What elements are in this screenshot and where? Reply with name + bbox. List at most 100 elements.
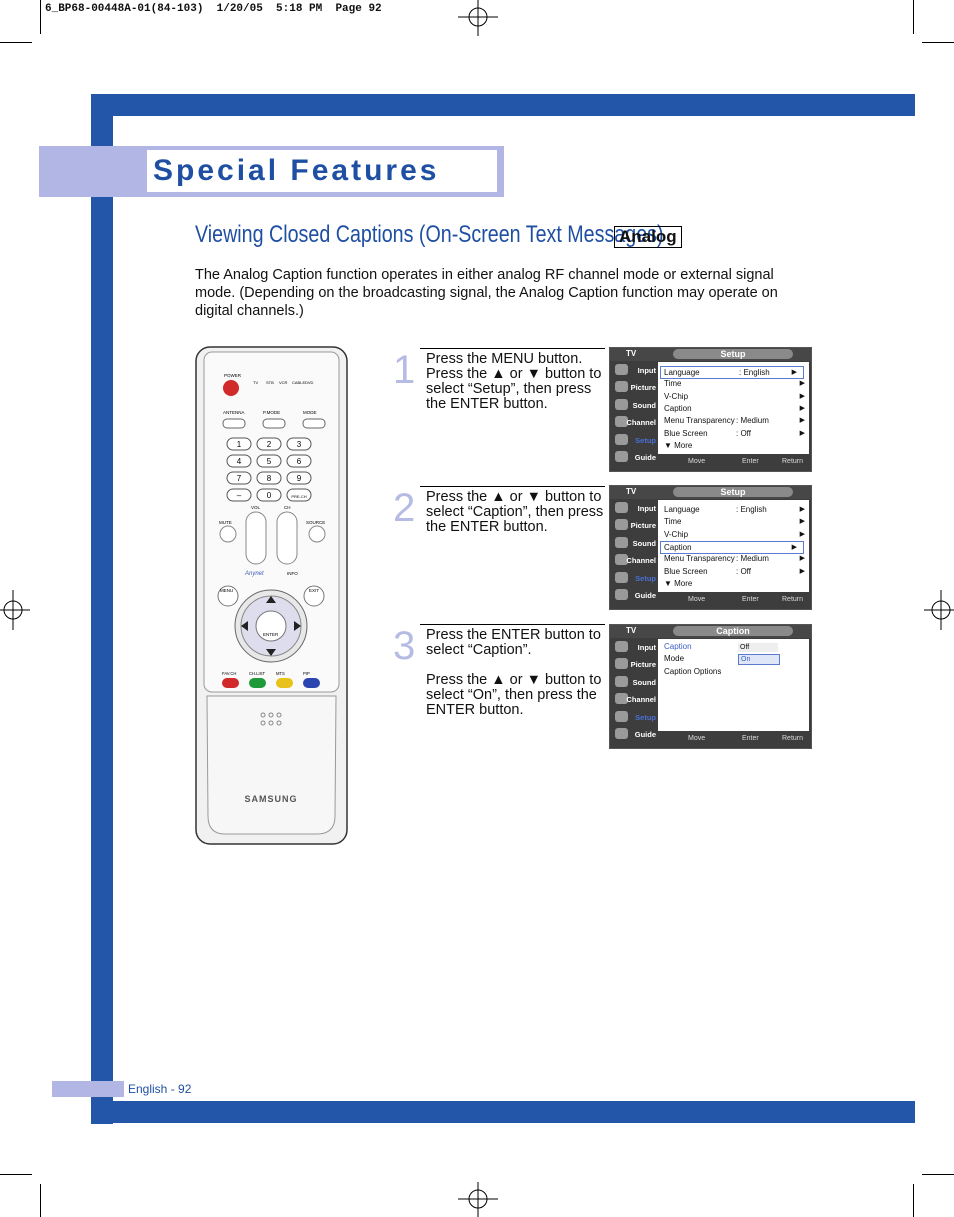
osd-sidebar-icon <box>615 519 628 531</box>
svg-text:VOL: VOL <box>251 505 261 510</box>
osd-menu-row[interactable]: Caption▶ <box>664 403 805 413</box>
osd-sidebar-icon <box>615 727 628 739</box>
osd-more-row[interactable]: ▼ More <box>664 440 693 450</box>
osd-sidebar-item[interactable]: Picture <box>612 517 657 534</box>
osd-option[interactable]: Off <box>738 643 778 652</box>
osd-menu-row[interactable]: Language: English▶ <box>660 366 804 379</box>
osd-sidebar-icon <box>615 398 628 410</box>
osd-menu-row[interactable]: Caption Options <box>664 666 722 676</box>
osd-menu-row[interactable]: Blue Screen: Off▶ <box>664 566 805 576</box>
osd-more-row[interactable]: ▼ More <box>664 578 693 588</box>
osd-enter-label: Enter <box>742 735 759 742</box>
osd-sidebar-item[interactable]: Sound <box>612 674 657 691</box>
osd-title: Setup <box>673 487 793 497</box>
osd-sidebar-icon <box>615 675 628 687</box>
remote-digit-label: 8 <box>267 474 272 483</box>
osd-menu-row[interactable]: Time▶ <box>664 517 805 527</box>
frame-band-top <box>91 94 915 116</box>
osd-return-label: Return <box>782 596 804 603</box>
remote-digit-button <box>226 488 252 502</box>
osd-sidebar-item[interactable]: Setup <box>612 570 657 587</box>
remote-digit-label: 9 <box>297 474 302 483</box>
remote-digit-button <box>256 454 282 468</box>
osd-tv-label: TV <box>626 349 637 358</box>
remote-digit-button <box>286 454 312 468</box>
osd-menu-row[interactable]: Caption▶ <box>660 540 804 554</box>
remote-digit-label: 6 <box>297 457 302 466</box>
osd-sidebar-item[interactable]: Input <box>612 362 657 379</box>
page-number: English - 92 <box>128 1082 192 1096</box>
svg-text:MENU: MENU <box>220 588 233 593</box>
arrow-right-icon: ▶ <box>799 555 805 563</box>
osd-sidebar-icon <box>615 416 628 428</box>
osd-sidebar-item[interactable]: Setup <box>612 432 657 449</box>
remote-digit-button <box>286 471 312 485</box>
remote-digit-button <box>226 471 252 485</box>
osd-menu-row[interactable]: Time▶ <box>664 379 805 389</box>
remote-mode-label: CABLE <box>292 380 305 385</box>
osd-sidebar-item[interactable]: Channel <box>612 691 657 708</box>
osd-panel: Language: English▶Time▶ V-Chip▶ Caption▶ Me… <box>658 362 809 454</box>
step-text: Press the ▲ or ▼ button to select “Capti… <box>426 489 604 535</box>
title-inner <box>147 150 497 192</box>
remote-function-label: MODE <box>303 410 317 415</box>
remote-function-label: ANTENNA <box>223 410 245 415</box>
osd-return-label: Return <box>782 458 804 465</box>
osd-menu-row[interactable]: V-Chip▶ <box>664 529 805 539</box>
remote-color-label: CH.LIST <box>249 671 265 676</box>
remote-digit-label: 5 <box>267 457 272 466</box>
osd-sidebar-item[interactable]: Setup <box>612 709 657 726</box>
osd-menu-row[interactable]: Menu Transparency: Medium▶ <box>664 554 805 564</box>
osd-option[interactable]: On <box>738 653 780 665</box>
svg-text:ENTER: ENTER <box>263 632 279 637</box>
osd-tv-label: TV <box>626 626 637 635</box>
osd-menu-row[interactable]: Blue Screen: Off▶ <box>664 428 805 438</box>
osd-menu-row[interactable]: Mode <box>664 654 685 664</box>
osd-sidebar-item[interactable]: Guide <box>612 726 657 743</box>
osd-sidebar-item[interactable]: Picture <box>612 656 657 673</box>
osd-sidebar-item[interactable]: Guide <box>612 449 657 466</box>
osd-sidebar-icon <box>615 693 628 705</box>
remote-color-label: MTS <box>276 671 285 676</box>
remote-digit-label: 2 <box>267 440 272 449</box>
remote-function-label: P.MODE <box>263 410 280 415</box>
osd-menu-row[interactable]: Caption <box>664 642 692 651</box>
osd-sidebar-item[interactable]: Sound <box>612 397 657 414</box>
osd-sidebar-icon <box>615 450 628 462</box>
crop-mark <box>913 1184 914 1217</box>
osd-sidebar-item[interactable]: Channel <box>612 414 657 431</box>
arrow-right-icon: ▶ <box>791 369 797 376</box>
svg-text:MUTE: MUTE <box>219 520 232 525</box>
osd-sidebar-item[interactable]: Sound <box>612 535 657 552</box>
osd-move-label: Move <box>688 596 706 603</box>
osd-sidebar-icon <box>615 710 628 722</box>
remote-digit-button <box>256 488 282 502</box>
osd-footer: Move Enter Return <box>658 733 809 745</box>
remote-function-button <box>262 418 286 429</box>
osd-sidebar-icon <box>615 588 628 600</box>
arrow-right-icon: ▶ <box>791 543 797 551</box>
osd-menu-row[interactable]: Language: English▶ <box>664 505 805 514</box>
osd-sidebar-item[interactable]: Input <box>612 639 657 656</box>
osd-move-label: Move <box>688 735 706 742</box>
remote-digit-label: PRE-CH <box>291 494 306 499</box>
osd-return-label: Return <box>782 735 804 742</box>
registration-mark-right <box>924 590 954 630</box>
osd-sidebar-item[interactable]: Picture <box>612 379 657 396</box>
remote-mode-label: STB <box>266 380 274 385</box>
step-rule <box>420 486 605 487</box>
osd-sidebar-item[interactable]: Input <box>612 500 657 517</box>
osd-sidebar-item[interactable]: Channel <box>612 552 657 569</box>
frame-band-bottom <box>91 1101 915 1123</box>
arrow-right-icon: ▶ <box>799 404 805 412</box>
step-rule <box>420 348 605 349</box>
osd-menu-row[interactable]: Menu Transparency: Medium▶ <box>664 416 805 426</box>
osd-sidebar-icon <box>615 536 628 548</box>
osd-menu-row[interactable]: V-Chip▶ <box>664 391 805 401</box>
osd-sidebar-icon <box>615 381 628 393</box>
osd-sidebar-item[interactable]: Guide <box>612 587 657 604</box>
arrow-right-icon: ▶ <box>799 380 805 388</box>
